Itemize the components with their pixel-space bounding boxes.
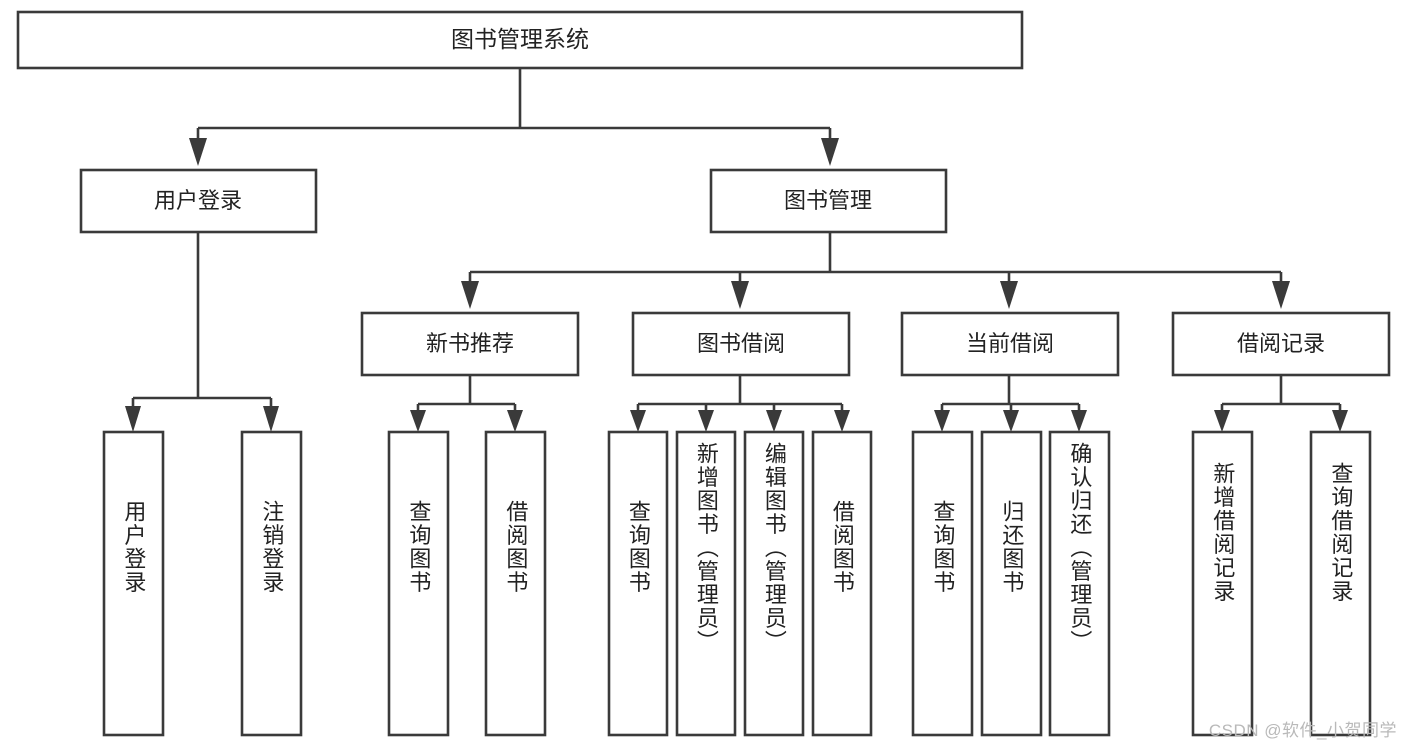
connectors-root-to-level1 [189,68,839,166]
leaf-edit-book-rect[interactable] [743,430,805,737]
current-borrow-label: 当前借阅 [966,331,1054,356]
arrow-head-leaf-logout [263,406,279,432]
new-book-recommend-label: 新书推荐 [426,331,514,356]
arrow-head-new-book-recommend [461,281,479,309]
arrow-head-leaf-confirm-return [1071,410,1087,432]
root-node-rect[interactable] [16,10,1024,70]
leaf-add-book-rect[interactable] [675,430,737,737]
book-manage-rect[interactable] [709,168,948,234]
root-node-label: 图书管理系统 [451,26,589,52]
user-login-rect[interactable] [79,168,318,234]
borrow-record-rect[interactable] [1171,311,1391,377]
node-current-borrow[interactable]: 当前借阅 [900,311,1120,377]
arrow-head-book-manage [821,138,839,166]
leaf-return-book-rect[interactable] [980,430,1043,737]
borrow-record-label: 借阅记录 [1237,331,1325,356]
node-new-book-recommend[interactable]: 新书推荐 [360,311,580,377]
arrow-head-user-login [189,138,207,166]
book-borrow-label: 图书借阅 [697,331,785,356]
user-login-label: 用户登录 [154,188,242,213]
node-user-login[interactable]: 用户登录 [79,168,318,234]
current-borrow-rect[interactable] [900,311,1120,377]
arrow-head-leaf-query-book-1 [410,410,426,432]
arrow-head-leaf-query-book-2 [630,410,646,432]
node-root-book-management-system[interactable]: 图书管理系统 [16,10,1024,70]
leaf-query-book-1-rect[interactable] [387,430,450,737]
node-book-manage[interactable]: 图书管理 [709,168,948,234]
arrow-head-leaf-borrow-book-1 [507,410,523,432]
connectors-book-borrow-to-leaves [630,375,850,432]
book-manage-label: 图书管理 [784,188,872,213]
arrow-head-leaf-add-record [1214,410,1230,432]
leaf-query-record-rect[interactable] [1309,430,1372,737]
connectors-current-borrow-to-leaves [934,375,1087,432]
leaf-query-book-3-rect[interactable] [911,430,974,737]
arrow-head-leaf-user-login [125,406,141,432]
arrow-head-leaf-query-record [1332,410,1348,432]
leaf-rects [102,430,1372,737]
arrow-head-current-borrow [1000,281,1018,309]
arrow-head-leaf-add-book [698,410,714,432]
arrow-head-borrow-record [1272,281,1290,309]
leaf-logout-rect[interactable] [240,430,303,737]
connectors-new-book-recommend-to-leaves [410,375,523,432]
node-book-borrow[interactable]: 图书借阅 [631,311,851,377]
arrow-head-leaf-query-book-3 [934,410,950,432]
connectors-book-manage-to-level2 [461,232,1290,309]
csdn-watermark: CSDN @软件_小贺同学 [1208,721,1397,740]
book-borrow-rect[interactable] [631,311,851,377]
connectors-borrow-record-to-leaves [1214,375,1348,432]
arrow-head-leaf-edit-book [766,410,782,432]
leaf-confirm-return-rect[interactable] [1048,430,1111,737]
leaf-borrow-book-1-rect[interactable] [484,430,547,737]
leaf-query-book-2-rect[interactable] [607,430,669,737]
arrow-head-book-borrow [731,281,749,309]
arrow-head-leaf-borrow-book-2 [834,410,850,432]
arrow-head-leaf-return-book [1003,410,1019,432]
node-borrow-record[interactable]: 借阅记录 [1171,311,1391,377]
leaf-add-record-rect[interactable] [1191,430,1254,737]
leaf-borrow-book-2-rect[interactable] [811,430,873,737]
new-book-recommend-rect[interactable] [360,311,580,377]
connectors-user-login-to-leaves [125,232,279,432]
leaf-user-login-rect[interactable] [102,430,165,737]
